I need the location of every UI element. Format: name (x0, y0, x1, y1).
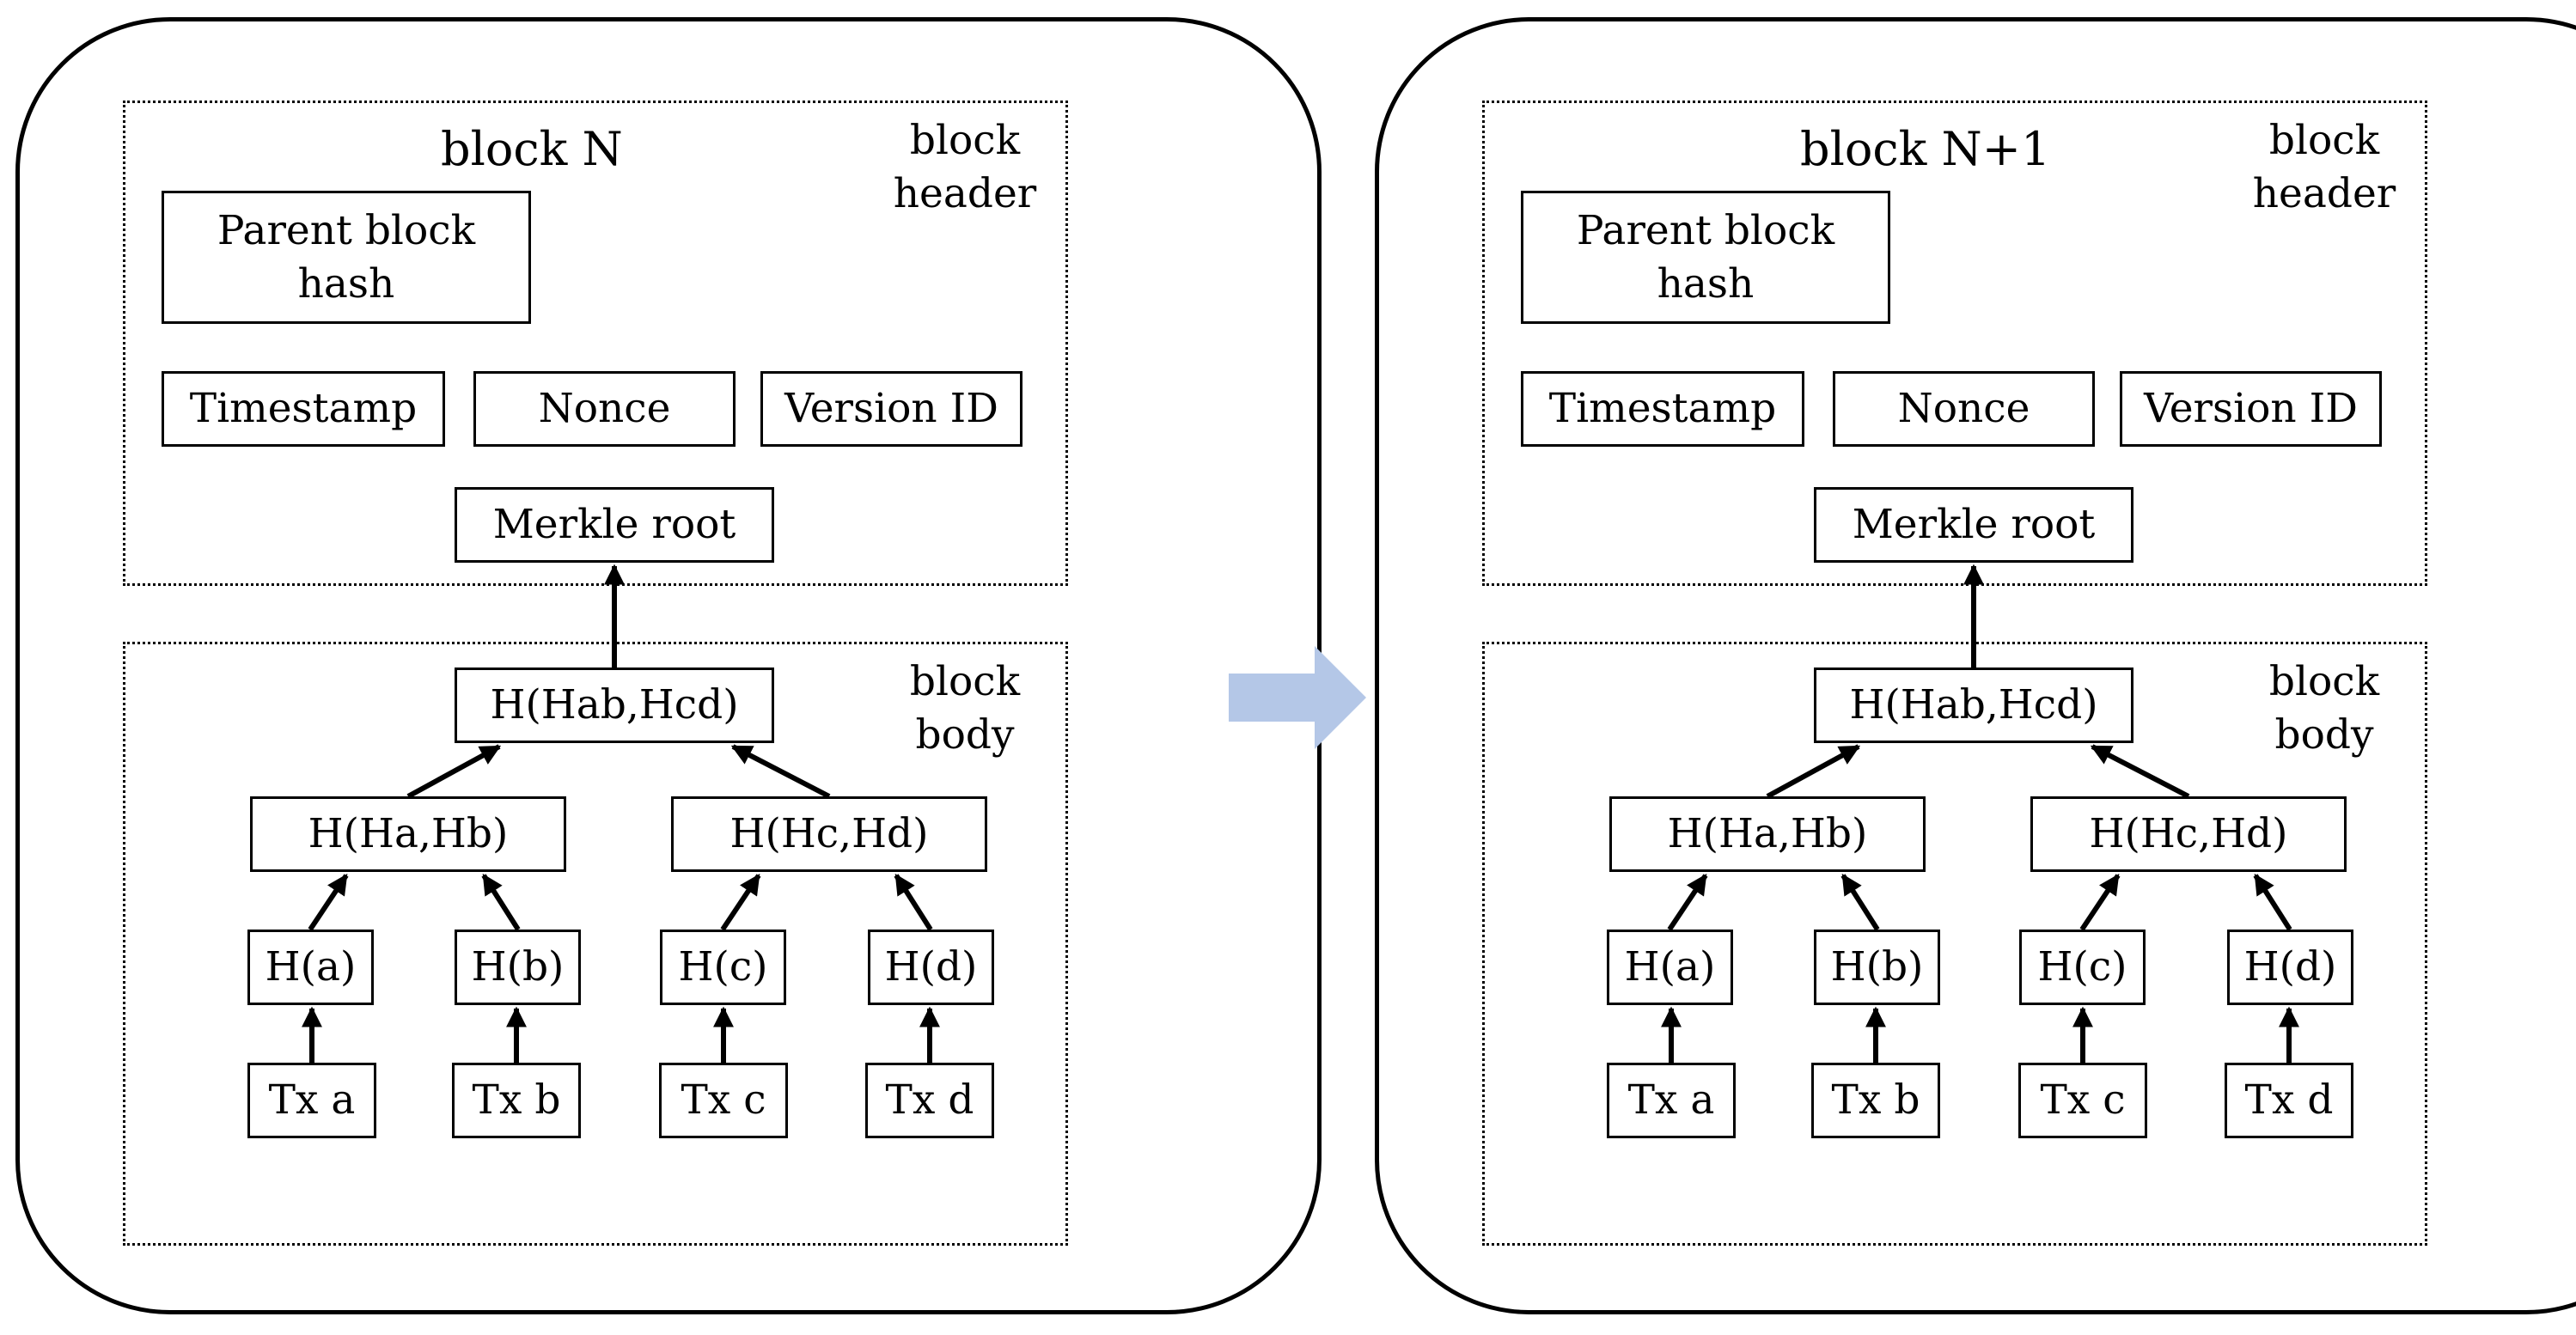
block-n-container: block N block header block body Parent b… (15, 17, 1322, 1314)
hash-b-node: H(b) (1814, 930, 1940, 1005)
hash-d-node: H(d) (868, 930, 994, 1005)
hash-c-node: H(c) (2019, 930, 2146, 1005)
parent-block-hash-box: Parent block hash (162, 191, 531, 324)
arrow-h-c-to-hc-hd (720, 874, 761, 931)
hash-hab-hcd-node: H(Hab,Hcd) (455, 668, 774, 743)
block-title: block N (441, 122, 623, 176)
nonce-box: Nonce (473, 371, 736, 447)
block-body-label: block body (2268, 658, 2380, 759)
block-n-plus-1-container: block N+1 block header block body Parent… (1375, 17, 2576, 1314)
arrow-ha-hb-to-hab-hcd (406, 744, 502, 799)
hash-b-node: H(b) (455, 930, 581, 1005)
block-body-region (1482, 642, 2427, 1246)
arrow-h-d-to-hc-hd (2253, 873, 2292, 931)
hash-hc-hd-node: H(Hc,Hd) (671, 796, 987, 872)
hash-hc-hd-node: H(Hc,Hd) (2030, 796, 2347, 872)
block-header-label: block header (2252, 117, 2396, 217)
hash-ha-hb-node: H(Ha,Hb) (1609, 796, 1926, 872)
timestamp-box: Timestamp (162, 371, 445, 447)
arrow-hc-hd-to-hab-hcd (730, 744, 831, 799)
merkle-root-box: Merkle root (455, 487, 774, 563)
arrow-h-c-to-hc-hd (2079, 874, 2121, 931)
nonce-box: Nonce (1833, 371, 2095, 447)
timestamp-box: Timestamp (1521, 371, 1804, 447)
arrow-h-a-to-ha-hb (1667, 874, 1708, 931)
tx-b-node: Tx b (1811, 1063, 1940, 1138)
tx-c-node: Tx c (659, 1063, 788, 1138)
arrow-h-b-to-ha-hb (1840, 873, 1880, 931)
hash-ha-hb-node: H(Ha,Hb) (250, 796, 566, 872)
block-header-label: block header (893, 117, 1037, 217)
hash-c-node: H(c) (660, 930, 786, 1005)
merkle-tree-arrows (1661, 564, 2299, 1063)
hash-d-node: H(d) (2227, 930, 2353, 1005)
arrow-h-b-to-ha-hb (481, 873, 521, 931)
tx-b-node: Tx b (452, 1063, 581, 1138)
version-id-box: Version ID (760, 371, 1022, 447)
block-transition-arrow-icon (1229, 646, 1366, 749)
tx-d-node: Tx d (865, 1063, 994, 1138)
tx-d-node: Tx d (2225, 1063, 2353, 1138)
block-header-region (1482, 101, 2427, 586)
tx-a-node: Tx a (1607, 1063, 1736, 1138)
merkle-tree-arrows (302, 564, 940, 1063)
block-title: block N+1 (1800, 122, 2051, 176)
arrow-h-a-to-ha-hb (308, 874, 349, 931)
parent-block-hash-box: Parent block hash (1521, 191, 1890, 324)
block-body-region (123, 642, 1068, 1246)
hash-a-node: H(a) (247, 930, 374, 1005)
tx-c-node: Tx c (2018, 1063, 2147, 1138)
merkle-root-box: Merkle root (1814, 487, 2133, 563)
block-body-label: block body (909, 658, 1021, 759)
hash-a-node: H(a) (1607, 930, 1733, 1005)
tx-a-node: Tx a (247, 1063, 376, 1138)
block-header-region (123, 101, 1068, 586)
arrow-h-d-to-hc-hd (894, 873, 933, 931)
version-id-box: Version ID (2120, 371, 2382, 447)
arrow-ha-hb-to-hab-hcd (1766, 744, 1861, 799)
hash-hab-hcd-node: H(Hab,Hcd) (1814, 668, 2133, 743)
arrow-hc-hd-to-hab-hcd (2090, 744, 2190, 799)
transition-arrow-shape (1229, 646, 1366, 749)
